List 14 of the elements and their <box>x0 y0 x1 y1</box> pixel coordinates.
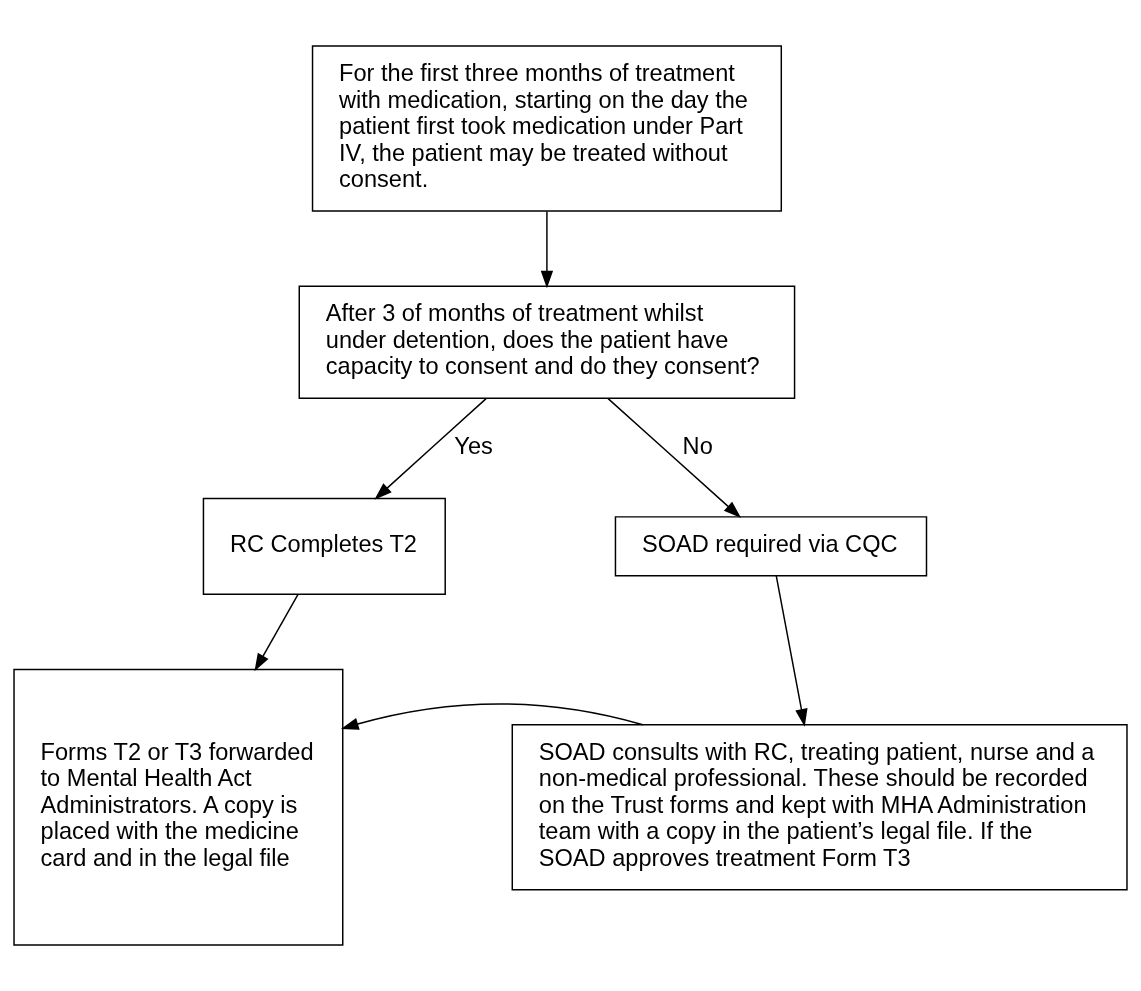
arrow <box>775 575 808 727</box>
edge-label: Yes <box>454 432 493 459</box>
arrow <box>340 703 644 730</box>
node-box: Forms T2 or T3 forwarded to Mental Health Act Administrators. A copy is placed with the medicine card and in the legal file <box>13 668 344 946</box>
node-box: RC Completes T2 <box>202 497 446 595</box>
edge-label: No <box>682 432 713 459</box>
node-box: After 3 of months of treatment whilst under detention, does the patient have capacity to consent and do they consent? <box>298 285 796 399</box>
arrow <box>374 397 487 500</box>
node-box: For the first three months of treatment with medication, starting on the day the patient first took medication under Part IV, the patient may be treated without consent. <box>311 45 783 212</box>
node-box: SOAD required via CQC <box>614 516 928 577</box>
arrow <box>607 397 742 519</box>
arrow <box>540 210 554 289</box>
arrow <box>254 593 299 672</box>
node-box: SOAD consults with RC, treating patient, nurse and a non-medical professional. These should be recorded on the Trust forms and kept with MHA Administration team with a copy in the patient’s legal file. If the SOAD approves treatment Form T3 <box>511 724 1128 891</box>
